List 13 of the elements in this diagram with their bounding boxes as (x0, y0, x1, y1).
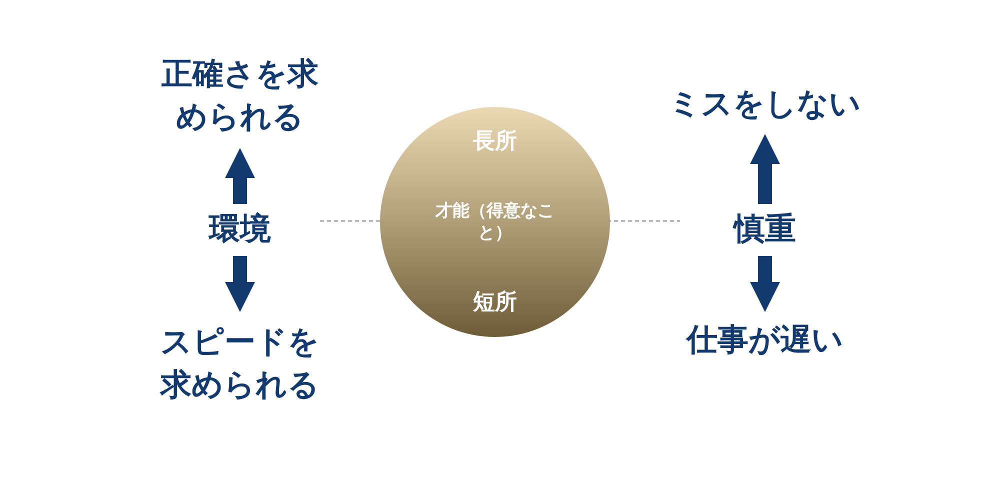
label-text: 慎重 (734, 210, 796, 250)
label-text: スピードを求められる (158, 322, 320, 405)
label-text: ミスをしない (669, 85, 861, 124)
label-text: 環境 (209, 210, 271, 250)
block-arrow (750, 134, 780, 204)
circle-label: 長所 (473, 128, 517, 156)
label-text: 仕事が遅い (686, 321, 844, 360)
circle-label: 短所 (473, 289, 517, 317)
block-arrow (225, 148, 255, 204)
label-text: 正確さを求められる (160, 54, 320, 137)
block-arrow (225, 256, 255, 312)
center-text: 才能（得意なこと） (434, 200, 556, 244)
block-arrow (750, 256, 780, 312)
